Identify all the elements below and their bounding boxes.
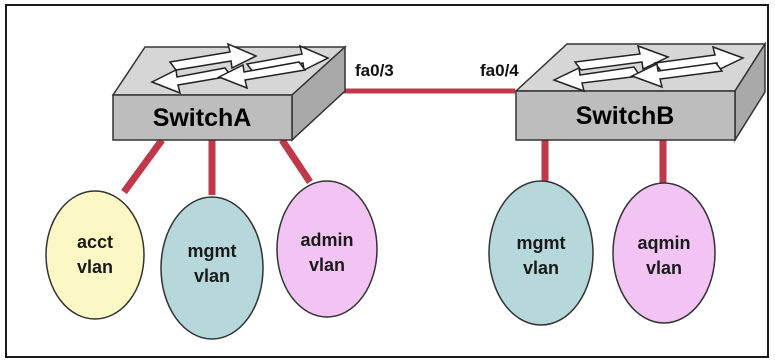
switch-a-label: SwitchA bbox=[153, 104, 252, 132]
vlan-admin-b-line2: vlan bbox=[646, 258, 682, 278]
vlan-mgmt-b-shape bbox=[488, 180, 594, 326]
vlan-mgmt-b: mgmt vlan bbox=[488, 180, 594, 326]
vlan-acct: acct vlan bbox=[45, 190, 145, 320]
vlan-admin-b: aqmin vlan bbox=[612, 182, 716, 324]
vlan-acct-shape bbox=[45, 190, 145, 320]
switch-b-front bbox=[515, 90, 736, 141]
link-switcha-acct bbox=[121, 137, 165, 195]
vlan-mgmt-b-line2: vlan bbox=[523, 258, 559, 278]
switch-arrows-icon bbox=[150, 42, 330, 95]
vlan-mgmt-b-line1: mgmt bbox=[517, 233, 566, 253]
vlan-admin-a-shape bbox=[276, 180, 378, 318]
vlan-admin-b-shape bbox=[612, 182, 716, 324]
vlan-mgmt-a-line1: mgmt bbox=[188, 241, 237, 261]
vlan-acct-line2: vlan bbox=[77, 257, 113, 277]
vlan-admin-a-line1: admin bbox=[300, 230, 353, 250]
switch-arrows-icon bbox=[552, 44, 745, 93]
vlan-admin-a: admin vlan bbox=[276, 180, 378, 318]
vlan-acct-line1: acct bbox=[77, 232, 113, 252]
vlan-mgmt-a-line2: vlan bbox=[194, 266, 230, 286]
switch-b: SwitchB bbox=[514, 41, 767, 143]
switch-a-front bbox=[112, 94, 293, 141]
vlan-admin-a-line2: vlan bbox=[309, 255, 345, 275]
port-label-switch-b: fa0/4 bbox=[480, 61, 519, 80]
switch-b-label: SwitchB bbox=[576, 102, 675, 130]
vlan-admin-b-line1: aqmin bbox=[637, 233, 690, 253]
port-label-switch-a: fa0/3 bbox=[355, 61, 394, 80]
link-switcha-admin bbox=[279, 138, 313, 184]
switch-a: SwitchA bbox=[111, 42, 347, 142]
vlan-mgmt-a-shape bbox=[160, 196, 264, 340]
vlan-mgmt-a: mgmt vlan bbox=[160, 196, 264, 340]
